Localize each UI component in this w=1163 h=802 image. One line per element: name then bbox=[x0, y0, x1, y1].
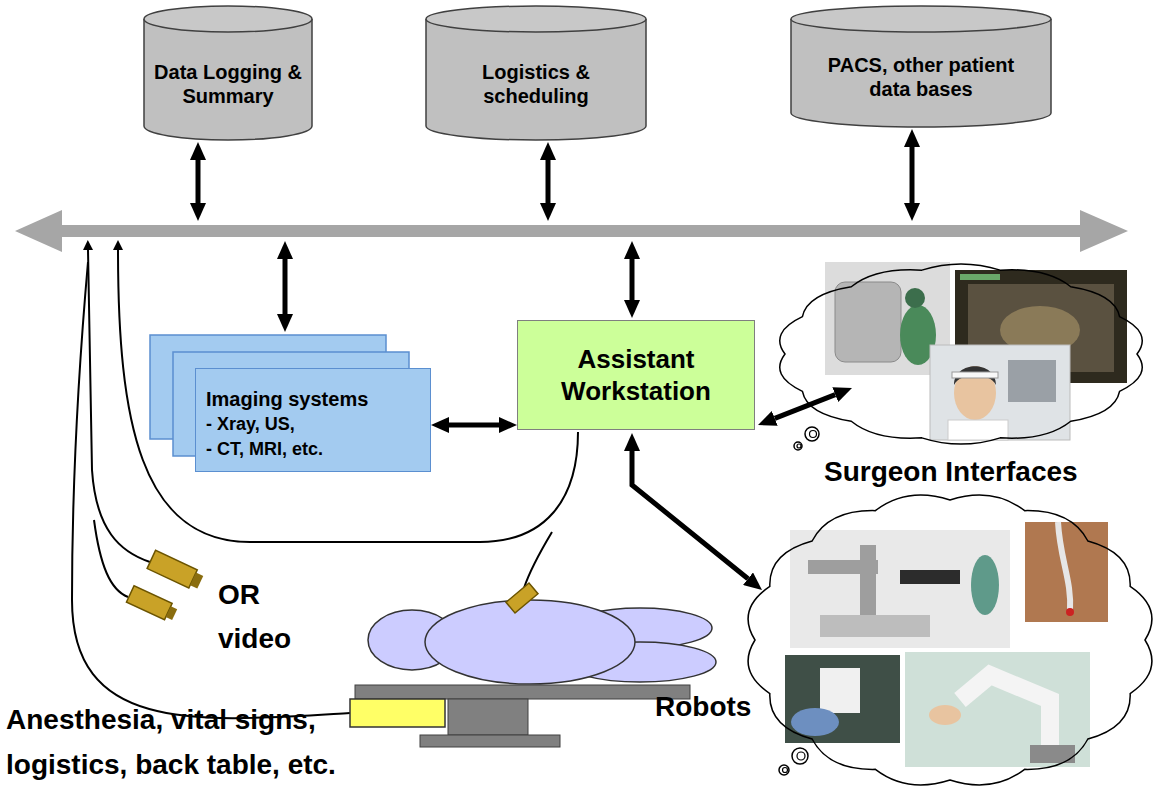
photo-ground bbox=[930, 345, 1070, 440]
video-camera bbox=[147, 550, 204, 591]
cylinder-body bbox=[791, 19, 1051, 127]
cloud-spiral bbox=[794, 442, 802, 450]
table-top bbox=[355, 685, 690, 699]
video-label: OR video bbox=[218, 573, 318, 661]
cylinder-top bbox=[791, 6, 1051, 32]
bus-arrow bbox=[283, 259, 288, 314]
bus-arrow bbox=[196, 160, 201, 203]
connector-arrow bbox=[632, 451, 748, 579]
cloud-spiral bbox=[783, 768, 788, 773]
staff-figure bbox=[971, 555, 999, 615]
coat bbox=[948, 420, 1008, 440]
robot-base bbox=[820, 615, 930, 637]
cloud-spiral bbox=[792, 748, 808, 764]
sleeve bbox=[791, 708, 839, 736]
interface-cloud: Surgeon Interfaces bbox=[772, 258, 1150, 490]
instrument-tip bbox=[1066, 608, 1074, 616]
cloud-spiral bbox=[779, 765, 789, 775]
scope-camera bbox=[506, 583, 538, 613]
camera-body bbox=[126, 586, 172, 620]
node-title: Surgeon Interfaces bbox=[824, 456, 1078, 488]
operator-hand bbox=[929, 705, 961, 725]
node-title: Imaging systems bbox=[206, 387, 420, 412]
node-title: Data Logging & Summary bbox=[149, 60, 307, 108]
node-title: PACS, other patient data bases bbox=[824, 53, 1019, 101]
database-cylinder: PACS, other patient data bases bbox=[790, 5, 1052, 127]
cloud-spiral bbox=[810, 431, 817, 438]
snake-robot-photo bbox=[1025, 522, 1108, 622]
inputs-label: Anesthesia, vital signs, logistics, back… bbox=[6, 697, 351, 787]
camera-body bbox=[147, 550, 197, 588]
cloud-spiral bbox=[805, 427, 819, 441]
video-camera bbox=[126, 586, 178, 623]
robot-cloud-outline bbox=[650, 488, 1158, 798]
camera-lens bbox=[190, 573, 203, 589]
node-detail: - Xray, US, bbox=[206, 412, 420, 437]
cylinder-top bbox=[144, 6, 312, 32]
monitor-box bbox=[350, 699, 445, 727]
photo-ground bbox=[790, 530, 1010, 648]
photo-ground bbox=[1025, 522, 1108, 622]
workstation-box: Assistant Workstation bbox=[517, 320, 755, 430]
network-bus bbox=[15, 210, 1128, 252]
signal-wire bbox=[118, 250, 578, 542]
microscope bbox=[1008, 360, 1056, 402]
bus-arrow bbox=[546, 160, 551, 203]
surgeon-head bbox=[905, 288, 925, 308]
cylinder-body bbox=[426, 19, 646, 140]
console-shape bbox=[835, 282, 901, 362]
interface-cloud-outline bbox=[772, 258, 1150, 490]
microscope-photo bbox=[930, 345, 1070, 440]
bus-arrow bbox=[910, 147, 915, 203]
node-title: Logistics & scheduling bbox=[456, 60, 616, 108]
inputs-label-box: Anesthesia, vital signs, logistics, back… bbox=[6, 697, 351, 787]
robot-photo bbox=[790, 530, 1010, 648]
arm-robot-photo bbox=[905, 652, 1090, 767]
headset bbox=[952, 372, 998, 378]
robot-cloud: Robots bbox=[650, 488, 1158, 798]
cylinder-body bbox=[144, 19, 312, 140]
cloud-outline bbox=[748, 495, 1152, 785]
screen-bar bbox=[960, 274, 1000, 280]
connector-arrow bbox=[449, 423, 499, 428]
signal-wire bbox=[88, 250, 150, 562]
photo-ground bbox=[905, 652, 1090, 767]
video-label-box: OR video bbox=[218, 573, 318, 661]
handheld-device bbox=[820, 668, 860, 713]
cylinder-top bbox=[426, 6, 646, 32]
cloud-outline bbox=[780, 264, 1143, 444]
camera-body bbox=[506, 583, 538, 613]
snake-instrument bbox=[1058, 522, 1070, 612]
node-title: Assistant Workstation bbox=[530, 343, 742, 407]
cloud-spiral bbox=[797, 752, 805, 760]
node-detail: - CT, MRI, etc. bbox=[206, 437, 420, 462]
signal-wire bbox=[72, 262, 350, 718]
database-cylinder: Data Logging & Summary bbox=[143, 5, 313, 140]
handheld-robot-photo bbox=[785, 655, 900, 743]
robot-arm bbox=[900, 570, 960, 584]
imaging-box: Imaging systems- Xray, US,- CT, MRI, etc… bbox=[195, 368, 431, 472]
bus-arrow bbox=[630, 259, 635, 300]
patient-torso bbox=[425, 600, 635, 684]
signal-wire bbox=[94, 520, 128, 597]
node-title: Robots bbox=[655, 691, 751, 723]
table-pedestal bbox=[448, 699, 528, 735]
scope-cable bbox=[524, 532, 552, 588]
table-base bbox=[420, 735, 560, 747]
cloud-spiral bbox=[797, 444, 801, 448]
database-cylinder: Logistics & scheduling bbox=[425, 5, 647, 140]
robot-arm bbox=[860, 545, 876, 615]
photo-ground bbox=[785, 655, 900, 743]
camera-lens bbox=[166, 606, 177, 620]
